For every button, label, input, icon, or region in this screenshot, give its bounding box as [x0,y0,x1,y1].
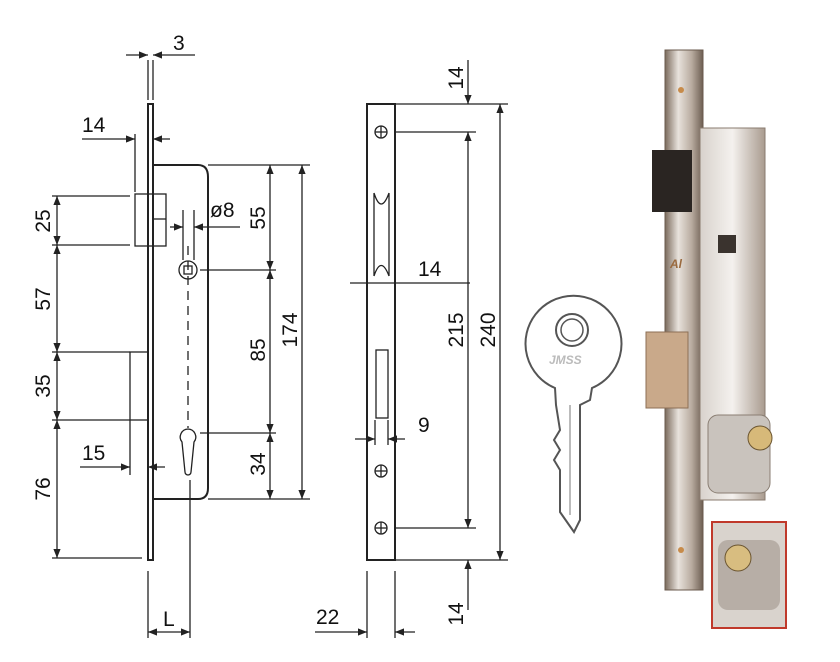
dim-latch-projection: 14 [82,114,106,137]
dim-strike-bottom-margin: 14 [445,602,468,626]
lock-body [153,164,209,500]
dim-backset: L [163,608,175,631]
svg-text:Al: Al [669,257,683,271]
dim-faceplate-thickness: 3 [173,32,185,55]
dim-plate-length: 240 [477,312,500,347]
dim-plate-width: 22 [316,606,339,629]
dim-body-height: 174 [279,312,302,347]
dead-bolt [129,351,149,421]
dim-bolt-slot-offset: 9 [418,414,430,437]
strike-plate [366,103,396,561]
latch-photo [652,150,692,212]
strike-plate-view: 14 215 240 14 14 9 22 [315,60,508,638]
latch-slot [373,192,390,277]
dim-bolt-to-bottom: 76 [32,477,55,500]
deadbolt-photo [645,331,689,409]
dim-cylinder-to-bottom: 34 [247,452,270,476]
lock-side-view: 3 14 25 57 35 76 15 ø8 [32,32,310,638]
dim-bolt-projection: 15 [82,442,105,465]
dim-slot-width: 14 [418,258,442,281]
dim-screw-span: 215 [445,312,468,347]
bolt-slot [375,349,389,419]
dim-latch-to-bolt: 57 [32,287,55,310]
dim-latch-height: 25 [32,209,55,232]
key-brand-logo: JMSS [549,353,582,367]
dim-spindle-to-cylinder: 85 [247,338,270,361]
dim-spindle-diameter: ø8 [210,199,235,222]
dim-strike-top-margin: 14 [445,66,468,90]
lock-photo: Al [645,49,787,629]
dim-top-to-spindle: 55 [247,206,270,229]
cylinder-hole [179,428,197,476]
latch-bolt [134,193,167,247]
faceplate [147,103,154,561]
key-illustration: JMSS [524,294,623,534]
dim-bolt-height: 35 [32,374,55,397]
